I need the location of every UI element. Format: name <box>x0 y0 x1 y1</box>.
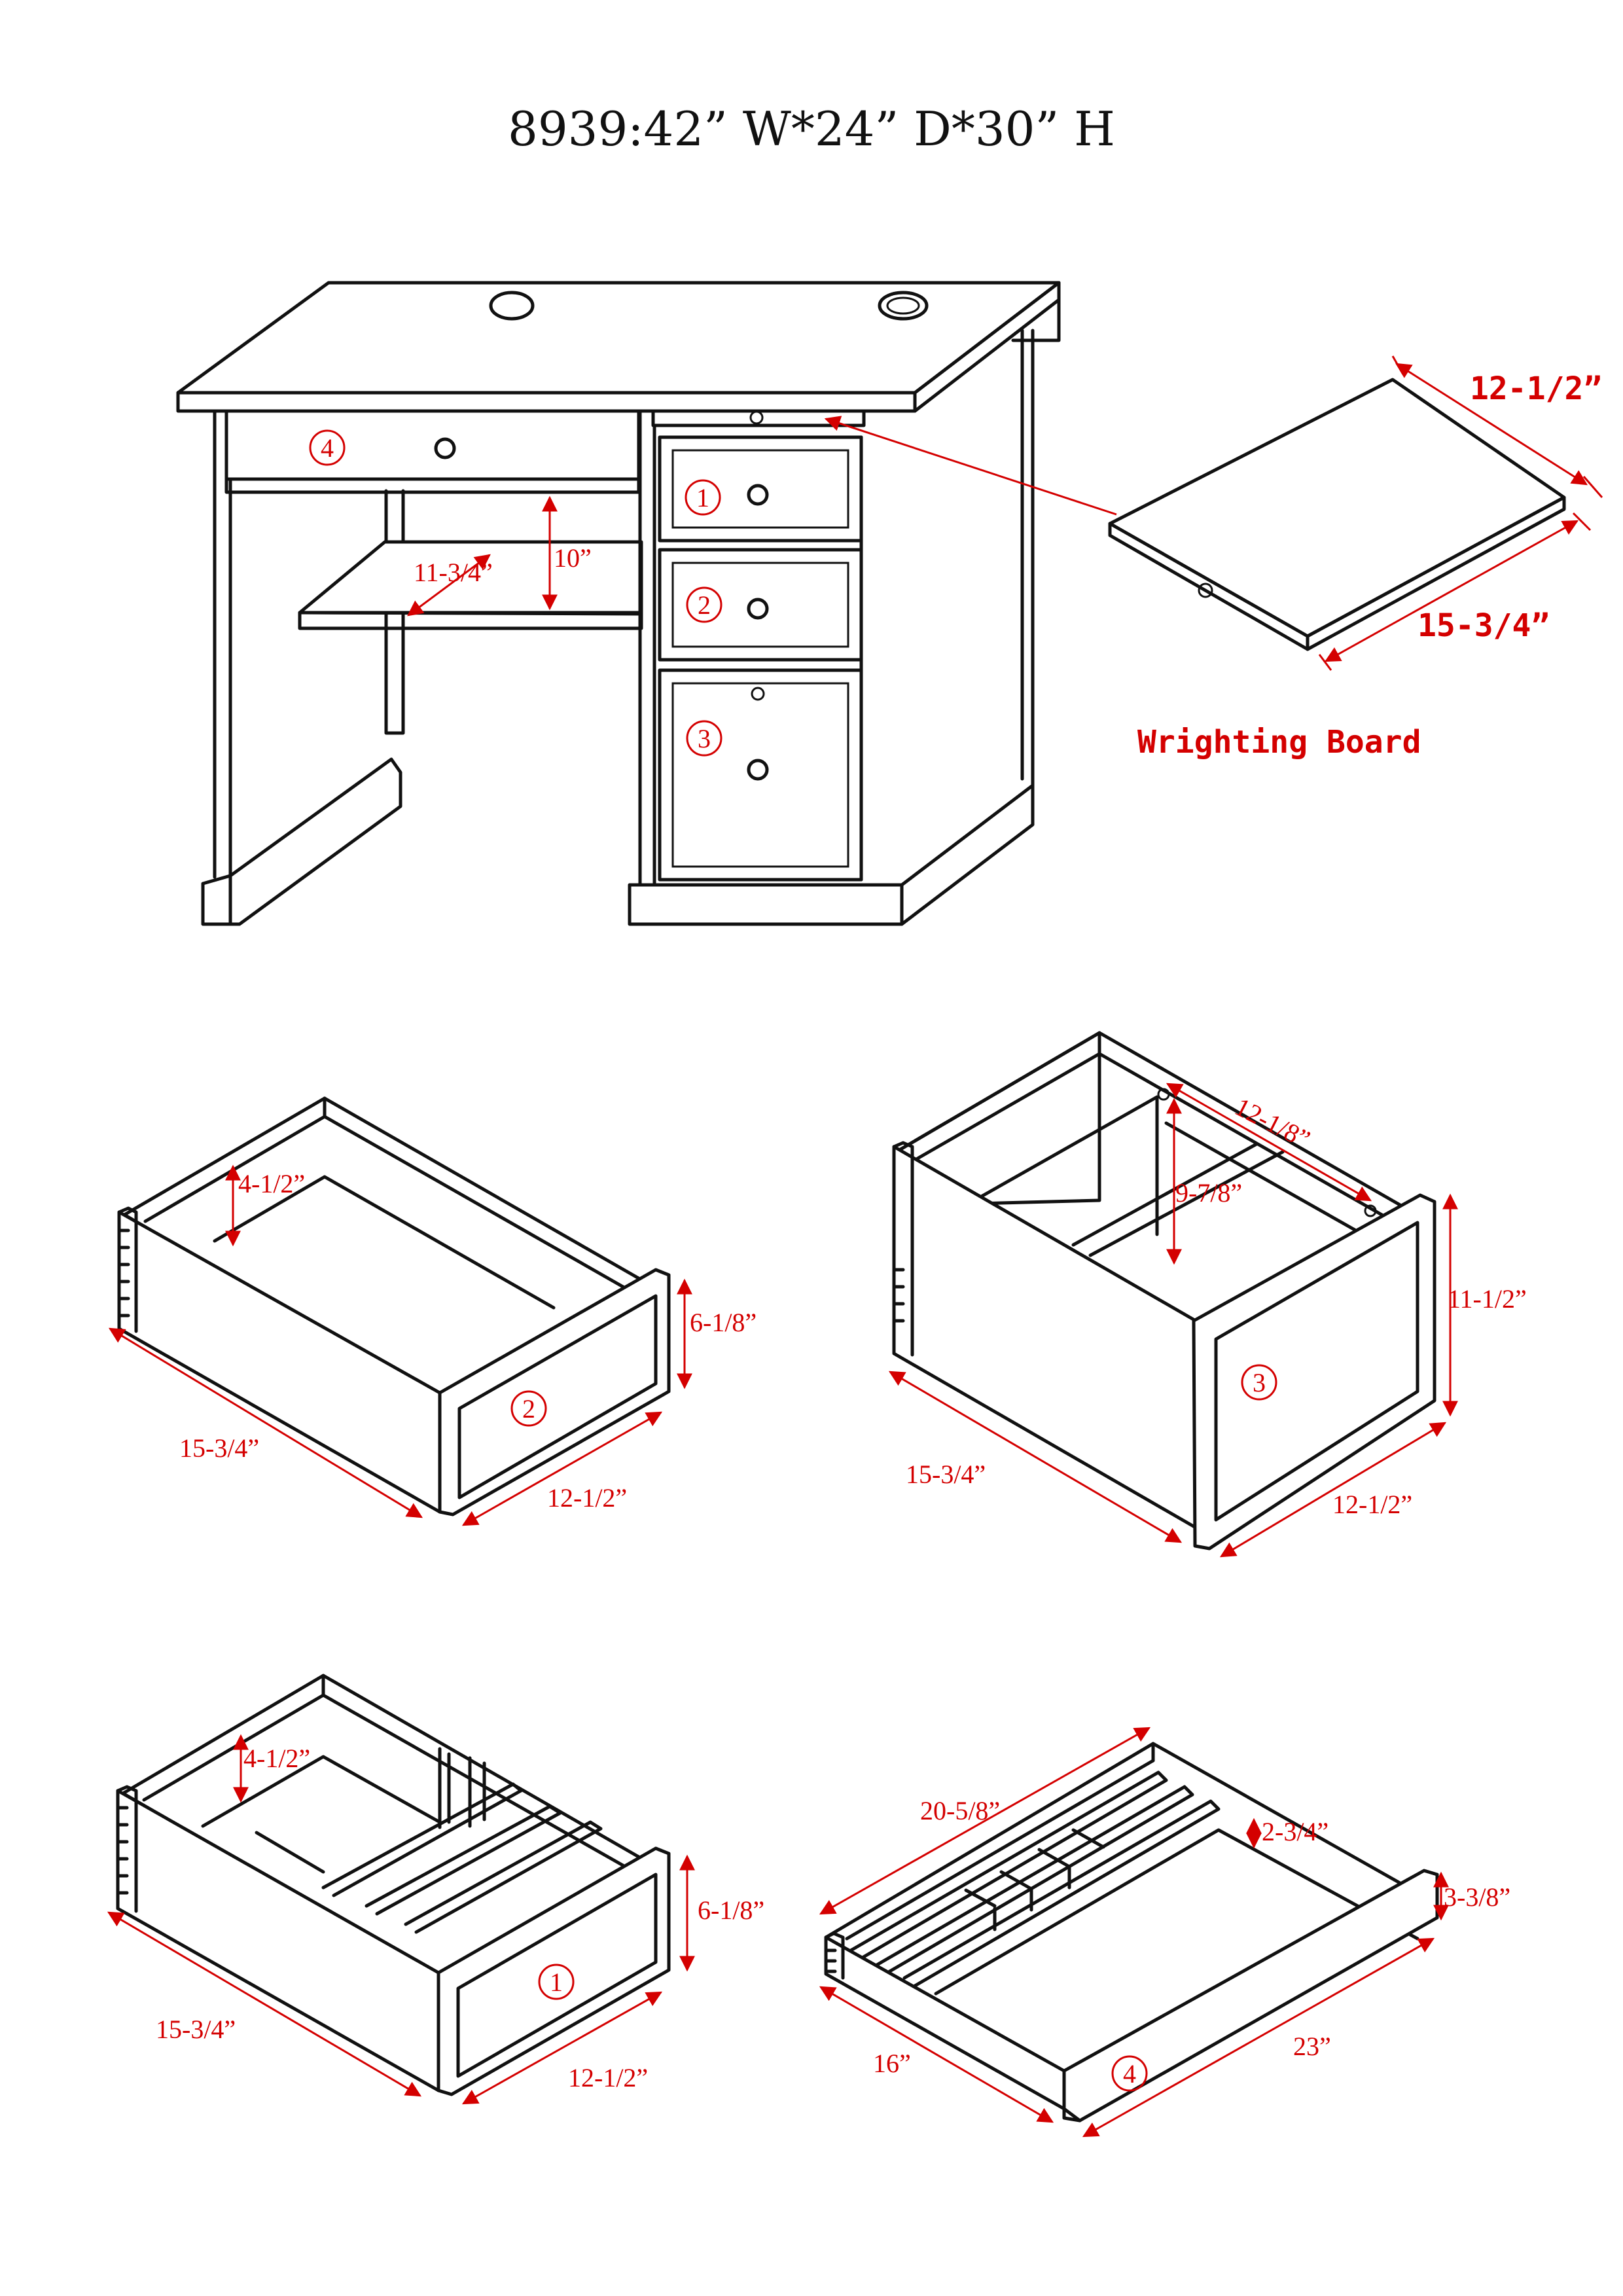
desk-callout-1: 1 <box>696 483 709 512</box>
drawer-2-front-height: 6-1/8” <box>690 1308 757 1337</box>
drawer-3-width: 12-1/2” <box>1332 1490 1412 1519</box>
board-width-label: 12-1/2” <box>1470 370 1602 407</box>
shelf-width-label: 11-3/4” <box>414 558 493 587</box>
drawer-2-depth: 15-3/4” <box>179 1433 259 1463</box>
desk-callout-3: 3 <box>698 724 711 753</box>
grommet-right <box>878 291 929 321</box>
desk-drawing: 4 1 2 3 11-3/4” 10” <box>176 281 1117 926</box>
sheet-title: 8939:42” W*24” D*30” H <box>508 101 1115 156</box>
drawer-1-width: 12-1/2” <box>568 2063 648 2092</box>
drawer-4-drawing: 4 20-5/8” 2-3/4” 3-3/8” 16” 23” <box>819 1727 1510 2138</box>
drawer-3-callout: 3 <box>1253 1368 1266 1397</box>
drawer-2-width: 12-1/2” <box>547 1483 627 1513</box>
drawer-2-height: 4-1/2” <box>238 1169 305 1198</box>
drawer-1-height: 4-1/2” <box>243 1744 310 1773</box>
drawer-4-front-height: 3-3/8” <box>1444 1882 1510 1912</box>
drawer-2-callout: 2 <box>522 1394 535 1424</box>
desk-callout-4: 4 <box>321 433 334 463</box>
shelf-height-label: 10” <box>554 543 592 573</box>
drawer-1-front-height: 6-1/8” <box>698 1895 764 1925</box>
drawer-1-callout: 1 <box>550 1967 563 1997</box>
writing-board-label: Wrighting Board <box>1137 724 1421 761</box>
drawer-1-depth: 15-3/4” <box>156 2015 236 2044</box>
drawer-1-drawing: 1 4-1/2” 6-1/8” 15-3/4” 12-1/2” <box>107 1674 764 2105</box>
drawer-4-width-top: 20-5/8” <box>920 1796 1000 1825</box>
drawer-4-width: 23” <box>1293 2032 1331 2061</box>
drawer-4-callout: 4 <box>1123 2059 1136 2089</box>
drawer-3-inner-height: 9-7/8” <box>1175 1178 1242 1208</box>
drawer-4-depth: 16” <box>873 2049 911 2078</box>
drawer-3-front-height: 11-1/2” <box>1448 1284 1527 1314</box>
grommet-left <box>489 291 535 321</box>
drawer-2-drawing: 2 4-1/2” 6-1/8” 15-3/4” 12-1/2” <box>108 1096 757 1526</box>
drawer-4-height: 2-3/4” <box>1262 1817 1329 1846</box>
writing-board-drawing: 12-1/2” 15-3/4” Wrighting Board <box>1108 355 1603 761</box>
drawer-3-drawing: 3 12-1/8” 9-7/8” 11-1/2” 15-3/4” 12-1/2” <box>888 1031 1527 1558</box>
board-depth-label: 15-3/4” <box>1418 607 1550 644</box>
desk-callout-2: 2 <box>698 590 711 620</box>
drawer-3-depth: 15-3/4” <box>906 1460 986 1489</box>
